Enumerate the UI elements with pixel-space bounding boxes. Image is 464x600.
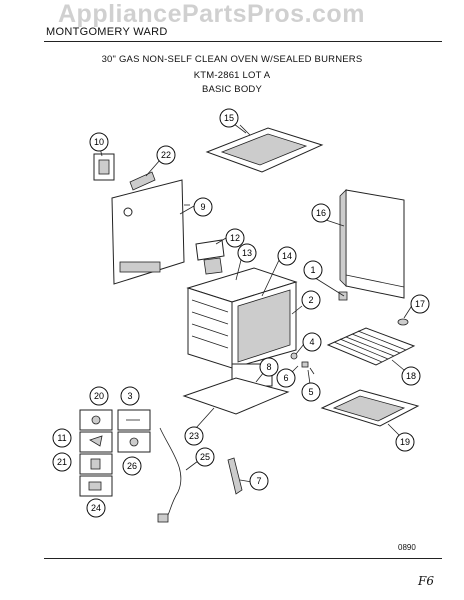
callout-2: 2 xyxy=(301,290,321,310)
svg-text:1: 1 xyxy=(310,265,315,275)
brand-label: MONTGOMERY WARD xyxy=(46,26,168,38)
part-back-panel xyxy=(111,179,190,285)
svg-text:18: 18 xyxy=(406,371,416,381)
part-box-21 xyxy=(79,453,113,475)
callout-7: 7 xyxy=(249,471,269,491)
part-door-frame xyxy=(339,189,405,299)
callout-10: 10 xyxy=(89,132,109,152)
callout-19: 19 xyxy=(395,432,415,452)
callout-14: 14 xyxy=(277,246,297,266)
svg-text:21: 21 xyxy=(57,457,67,467)
svg-text:19: 19 xyxy=(400,437,410,447)
svg-text:9: 9 xyxy=(200,202,205,212)
header-rule xyxy=(44,41,442,42)
svg-text:13: 13 xyxy=(242,248,252,258)
svg-text:14: 14 xyxy=(282,251,292,261)
part-power-cord xyxy=(157,427,182,523)
svg-text:10: 10 xyxy=(94,137,104,147)
callout-12: 12 xyxy=(225,228,245,248)
watermark-text: AppliancePartsPros.com xyxy=(58,0,365,28)
callout-8: 8 xyxy=(259,357,279,377)
svg-text:26: 26 xyxy=(127,461,137,471)
footer-rule xyxy=(44,558,442,559)
part-clip xyxy=(129,171,156,191)
part-box-3 xyxy=(117,409,151,431)
part-burner-box xyxy=(195,239,225,275)
part-knob xyxy=(338,291,348,301)
svg-text:16: 16 xyxy=(316,208,326,218)
svg-text:23: 23 xyxy=(189,431,199,441)
part-oven-rack xyxy=(326,327,416,366)
svg-text:17: 17 xyxy=(415,299,425,309)
callout-26: 26 xyxy=(122,456,142,476)
svg-text:20: 20 xyxy=(94,391,104,401)
model-number: KTM-2861 LOT A xyxy=(193,70,271,81)
callout-20: 20 xyxy=(89,386,109,406)
svg-text:3: 3 xyxy=(127,391,132,401)
callout-15: 15 xyxy=(219,108,239,128)
svg-text:8: 8 xyxy=(266,362,271,372)
callout-6: 6 xyxy=(276,368,296,388)
part-bracket xyxy=(93,153,115,181)
callout-9: 9 xyxy=(193,197,213,217)
svg-text:6: 6 xyxy=(283,373,288,383)
callout-22: 22 xyxy=(156,145,176,165)
callout-21: 21 xyxy=(52,452,72,472)
callout-24: 24 xyxy=(86,498,106,518)
svg-text:2: 2 xyxy=(308,295,313,305)
part-top-panel xyxy=(205,124,324,173)
svg-text:12: 12 xyxy=(230,233,240,243)
callout-11: 11 xyxy=(52,428,72,448)
part-box-11 xyxy=(79,431,113,453)
part-oven-body xyxy=(186,267,298,387)
part-box-20 xyxy=(79,409,113,431)
part-anti-tip xyxy=(227,457,243,495)
svg-text:15: 15 xyxy=(224,113,234,123)
callout-5: 5 xyxy=(301,382,321,402)
svg-text:5: 5 xyxy=(308,387,313,397)
part-foot xyxy=(397,318,409,326)
part-bottom-panel xyxy=(182,377,290,415)
svg-text:11: 11 xyxy=(57,433,66,443)
handwritten-note: F6 xyxy=(418,574,434,588)
diagram-code: 0890 xyxy=(398,543,416,552)
section-name: BASIC BODY xyxy=(201,84,263,95)
callout-16: 16 xyxy=(311,203,331,223)
part-box-26 xyxy=(117,431,151,453)
callout-1: 1 xyxy=(303,260,323,280)
svg-text:22: 22 xyxy=(161,150,171,160)
svg-text:7: 7 xyxy=(256,476,261,486)
diagram-title: 30" GAS NON-SELF CLEAN OVEN W/SEALED BUR… xyxy=(101,54,363,65)
part-broiler-pan xyxy=(320,389,420,427)
callout-23: 23 xyxy=(184,426,204,446)
svg-text:24: 24 xyxy=(91,503,101,513)
part-hardware xyxy=(290,352,315,375)
callout-18: 18 xyxy=(401,366,421,386)
callout-4: 4 xyxy=(302,332,322,352)
svg-text:4: 4 xyxy=(309,337,314,347)
callout-25: 25 xyxy=(195,447,215,467)
svg-text:25: 25 xyxy=(200,452,210,462)
callout-17: 17 xyxy=(410,294,430,314)
callout-3: 3 xyxy=(120,386,140,406)
part-box-24 xyxy=(79,475,113,497)
callout-13: 13 xyxy=(237,243,257,263)
